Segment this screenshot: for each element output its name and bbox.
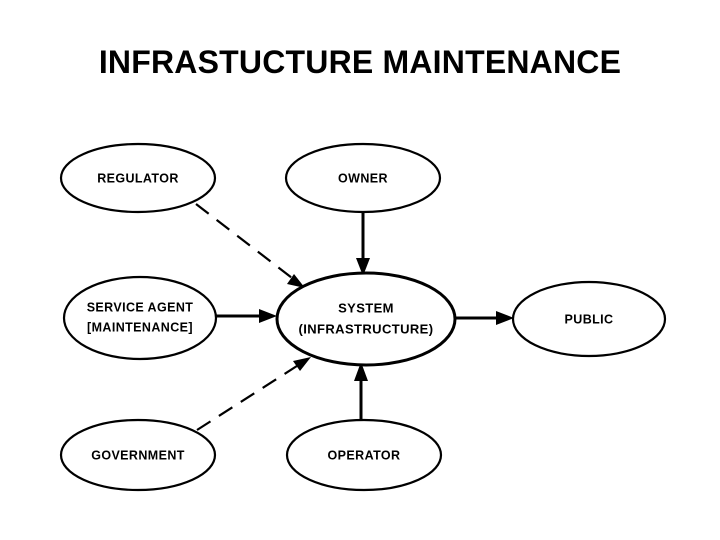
node-owner[interactable]: OWNER xyxy=(284,142,442,214)
node-service-agent[interactable]: SERVICE AGENT [MAINTENANCE] xyxy=(62,275,218,361)
edge-service-agent-to-system xyxy=(216,309,277,323)
node-operator-ellipse xyxy=(285,418,443,492)
edge-owner-to-system xyxy=(356,212,370,276)
node-government[interactable]: GOVERNMENT xyxy=(59,418,217,492)
node-regulator-label: REGULATOR xyxy=(97,171,179,185)
node-system-label-secondary: (INFRASTRUCTURE) xyxy=(299,321,434,336)
node-service-agent-ellipse xyxy=(62,275,218,361)
node-regulator[interactable]: REGULATOR xyxy=(59,142,217,214)
node-operator-label: OPERATOR xyxy=(328,448,401,462)
node-public[interactable]: PUBLIC xyxy=(511,280,667,358)
node-government-label: GOVERNMENT xyxy=(91,448,185,462)
edge-regulator-to-system xyxy=(195,203,305,288)
node-system[interactable]: SYSTEM (INFRASTRUCTURE) xyxy=(275,271,457,367)
node-regulator-ellipse xyxy=(59,142,217,214)
node-system-ellipse xyxy=(275,271,457,367)
node-operator[interactable]: OPERATOR xyxy=(285,418,443,492)
node-owner-label: OWNER xyxy=(338,171,388,185)
edge-government-to-system xyxy=(196,357,311,431)
page-title: INFRASTUCTURE MAINTENANCE xyxy=(98,44,622,80)
node-government-ellipse xyxy=(59,418,217,492)
node-service-agent-label: SERVICE AGENT xyxy=(87,300,194,314)
node-service-agent-label-secondary: [MAINTENANCE] xyxy=(87,320,193,334)
node-public-label: PUBLIC xyxy=(565,312,614,326)
node-system-label: SYSTEM xyxy=(338,300,394,315)
node-public-ellipse xyxy=(511,280,667,358)
edge-system-to-public xyxy=(453,311,514,325)
node-owner-ellipse xyxy=(284,142,442,214)
edge-operator-to-system xyxy=(354,362,368,422)
